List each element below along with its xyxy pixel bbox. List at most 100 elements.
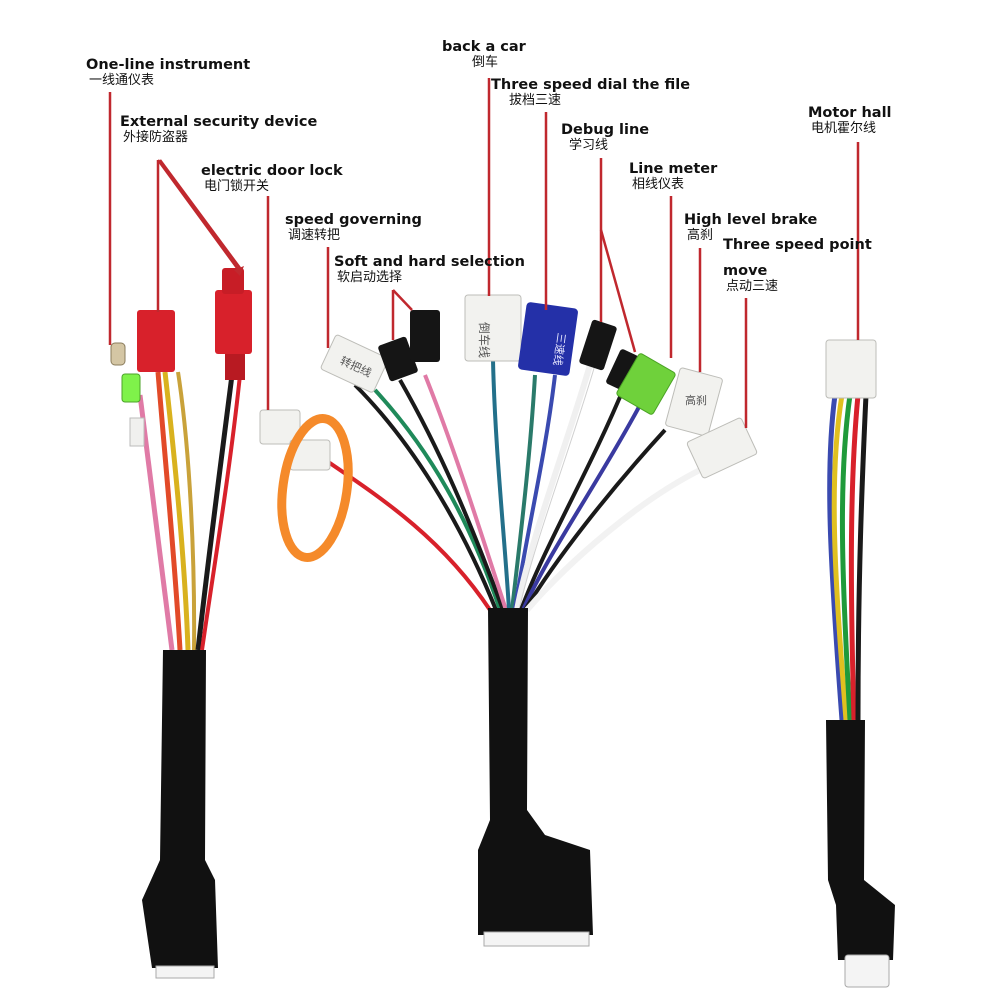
- green-connector: [616, 353, 676, 415]
- soft-start-connector-b: [410, 310, 440, 362]
- wire-black: [195, 374, 235, 651]
- high-brake-connector: [665, 367, 723, 437]
- center-plug: [483, 931, 590, 947]
- label-en: Three speed dial the file: [491, 77, 691, 93]
- door-lock-white-connector: [259, 409, 301, 445]
- label-speed-governing: speed governing 调速转把: [285, 212, 422, 244]
- wire-teal-reverse: [491, 359, 511, 611]
- wire-red-hall: [848, 394, 861, 721]
- label-move: move 点动三速: [723, 263, 778, 295]
- wire-teal-3speed: [510, 374, 537, 611]
- label-en: Three speed point: [723, 237, 872, 253]
- wire-black-meter: [519, 384, 627, 611]
- label-high-level-brake: High level brake 高刹: [684, 212, 817, 244]
- label-zh: 一线通仪表: [89, 72, 155, 88]
- wire-blue-3speed: [513, 374, 557, 611]
- label-en: High level brake: [684, 212, 818, 228]
- leader-door-security: [158, 159, 242, 269]
- door-lock-connector: [215, 290, 252, 354]
- right-sleeve: [826, 720, 895, 960]
- wire-red: [200, 374, 242, 651]
- wire-yellow: [162, 371, 191, 651]
- label-en: move: [723, 263, 768, 279]
- wire-blue-hall: [827, 394, 845, 721]
- label-en: electric door lock: [201, 163, 343, 179]
- leader-lines: [108, 78, 860, 428]
- label-zh: 电门锁开关: [204, 178, 270, 194]
- instrument-sleeve-green: [121, 373, 141, 403]
- wire-black-throttle: [353, 383, 498, 611]
- wire-black-soft: [398, 379, 505, 611]
- label-zh: 高刹: [687, 227, 714, 243]
- label-zh: 点动三速: [726, 278, 779, 294]
- soft-start-connector-a: [378, 336, 418, 382]
- wire-gold: [176, 371, 197, 651]
- wire-green-hall: [839, 394, 853, 721]
- label-zh: 学习线: [569, 137, 609, 153]
- label-en: External security device: [120, 114, 318, 130]
- label-zh: 外接防盗器: [123, 129, 189, 145]
- wire-white-jog: [524, 467, 702, 612]
- label-en: speed governing: [285, 212, 422, 228]
- label-en: Soft and hard selection: [334, 254, 525, 270]
- center-harness: 转把线 倒车线 三速线 高刹: [259, 294, 758, 947]
- label-en: Line meter: [629, 161, 718, 177]
- label-zh: 调速转把: [288, 227, 341, 243]
- leader-soft-b: [392, 289, 413, 311]
- label-en: Motor hall: [808, 105, 892, 121]
- label-back-a-car: back a car 倒车: [442, 39, 526, 71]
- label-debug-line: Debug line 学习线: [561, 122, 649, 154]
- label-motor-hall: Motor hall 电机霍尔线: [808, 105, 892, 137]
- wire-green: [373, 388, 502, 611]
- three-speed-connector: [518, 302, 578, 376]
- arrow-door-lock: [234, 266, 244, 276]
- label-three-speed-point: Three speed point: [723, 237, 872, 254]
- right-harness: [825, 339, 895, 988]
- label-en: One-line instrument: [86, 57, 251, 73]
- left-harness: [110, 268, 252, 979]
- wire-orange: [155, 371, 183, 651]
- leader-security-right: [156, 159, 242, 273]
- wire-white-debug-edge: [518, 364, 596, 611]
- left-sleeve: [142, 650, 218, 968]
- wire-yellow-hall: [831, 394, 849, 721]
- center-sleeve: [478, 608, 593, 935]
- debug-connector: [579, 319, 617, 371]
- label-one-line-instrument: One-line instrument 一线通仪表: [86, 57, 250, 89]
- left-plug: [155, 965, 215, 979]
- leader-debug-b: [599, 229, 637, 353]
- wire-pink: [137, 394, 175, 651]
- highlight-circle: [277, 414, 353, 562]
- label-zh: 电机霍尔线: [811, 120, 877, 136]
- instrument-pin: [110, 342, 126, 366]
- label-zh: 倒车: [472, 54, 499, 70]
- label-en: back a car: [442, 39, 526, 55]
- label-zh: 相线仪表: [632, 176, 685, 192]
- wire-purple-brake: [521, 404, 642, 611]
- wire-white-debug: [514, 364, 593, 611]
- reverse-connector: [464, 294, 522, 362]
- security-connector: [137, 310, 175, 372]
- wire-black-hall: [855, 394, 869, 721]
- high-brake-tag: 高刹: [685, 393, 707, 407]
- label-en: Debug line: [561, 122, 650, 138]
- hall-connector: [825, 339, 877, 399]
- throttle-connector: [320, 334, 389, 393]
- wire-pink-soft: [423, 374, 508, 611]
- right-plug: [844, 954, 890, 988]
- line-meter-connector: [606, 349, 644, 393]
- instrument-tag: [129, 417, 145, 447]
- label-zh: 软启动选择: [337, 269, 403, 285]
- reverse-tag: 倒车线: [477, 322, 492, 358]
- label-door-lock: electric door lock 电门锁开关: [201, 163, 343, 195]
- door-lock-boot: [225, 354, 245, 380]
- label-zh: 拔档三速: [509, 92, 562, 108]
- jog-connector: [686, 417, 758, 479]
- label-three-speed-dial: Three speed dial the file 拔档三速: [491, 77, 690, 109]
- label-line-meter: Line meter 相线仪表: [629, 161, 717, 193]
- three-speed-tag: 三速线: [550, 332, 568, 367]
- label-external-security: External security device 外接防盗器: [120, 114, 317, 146]
- wire-black-brake: [523, 428, 667, 612]
